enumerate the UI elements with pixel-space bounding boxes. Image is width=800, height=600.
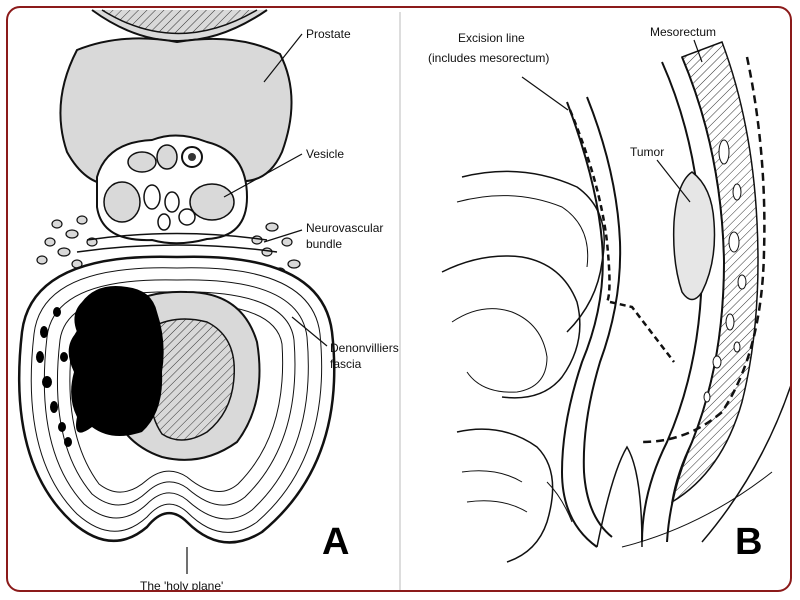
label-excision-1: Excision line (458, 31, 525, 45)
mesorectum-region (670, 41, 759, 504)
label-excision-2: (includes mesorectum) (428, 51, 549, 65)
label-mesorectum: Mesorectum (650, 25, 716, 39)
neurovascular-bundle-left (36, 215, 98, 269)
figure-frame: Prostate Vesicle Neurovascular bundle De… (6, 6, 792, 592)
excision-line-cross (609, 300, 675, 363)
label-denonvilliers-2: fascia (330, 357, 362, 371)
anatomy-figure: Prostate Vesicle Neurovascular bundle De… (17, 9, 790, 592)
excision-line-left (568, 109, 611, 303)
label-prostate: Prostate (306, 27, 351, 41)
tumor-mass (68, 286, 164, 436)
panel-letter-b: B (735, 521, 762, 563)
panel-b (441, 39, 790, 563)
label-holy-plane: The 'holy plane' (140, 579, 223, 592)
panel-a: Prostate Vesicle Neurovascular bundle De… (17, 9, 399, 592)
excision-line-right (641, 56, 766, 444)
panel-letter-a: A (322, 521, 349, 563)
label-tumor: Tumor (630, 145, 664, 159)
tumor-b (672, 171, 716, 301)
label-denonvilliers-1: Denonvilliers (330, 341, 399, 355)
label-neurovascular-1: Neurovascular (306, 221, 383, 235)
label-neurovascular-2: bundle (306, 237, 342, 251)
label-vesicle: Vesicle (306, 147, 344, 161)
